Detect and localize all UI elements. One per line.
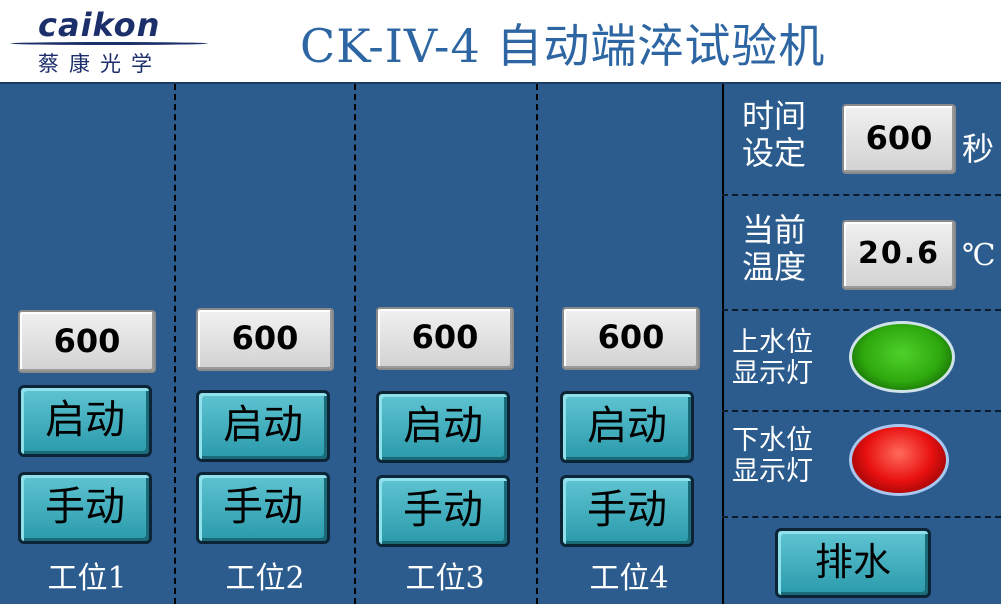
upper-water-lamp-icon xyxy=(849,321,955,393)
station-2-time-field[interactable]: 600 xyxy=(196,308,334,371)
logo-text: caikon xyxy=(38,6,161,44)
lower-water-label-line2: 显示灯 xyxy=(732,456,813,488)
station-divider xyxy=(354,84,356,604)
time-setting-label: 时间 设定 xyxy=(742,98,806,172)
station-2-label: 工位2 xyxy=(225,561,305,596)
logo-subtitle: 蔡康光学 xyxy=(38,52,162,76)
time-setting-label-line1: 时间 xyxy=(742,97,807,135)
time-setting-label-line2: 设定 xyxy=(742,133,807,172)
lower-water-lamp-icon xyxy=(849,424,949,496)
current-temp-label-line1: 当前 xyxy=(742,211,807,249)
side-divider xyxy=(722,194,1001,196)
drain-button[interactable]: 排水 xyxy=(775,528,931,598)
current-temp-field: 20.6 xyxy=(842,220,956,290)
station-divider xyxy=(174,84,176,604)
temp-unit: ℃ xyxy=(962,238,996,273)
station-1-label: 工位1 xyxy=(47,561,127,596)
side-divider xyxy=(722,410,1001,412)
side-divider xyxy=(722,516,1001,518)
upper-water-label: 上水位 显示灯 xyxy=(732,327,813,389)
control-side-panel xyxy=(722,84,1001,604)
station-4-time-field[interactable]: 600 xyxy=(562,307,700,370)
station-3-time-field[interactable]: 600 xyxy=(376,307,514,370)
station-2-manual-button[interactable]: 手动 xyxy=(196,472,330,544)
station-4-label: 工位4 xyxy=(589,561,669,596)
station-1-manual-button[interactable]: 手动 xyxy=(18,472,152,544)
upper-water-label-line2: 显示灯 xyxy=(732,358,813,390)
side-divider xyxy=(722,309,1001,311)
time-setting-field[interactable]: 600 xyxy=(842,104,956,174)
station-4-manual-button[interactable]: 手动 xyxy=(560,475,694,547)
lower-water-label: 下水位 显示灯 xyxy=(732,425,813,487)
page-title: CK-IV-4 自动端淬试验机 xyxy=(300,19,826,73)
station-3-manual-button[interactable]: 手动 xyxy=(376,475,510,547)
station-1-time-field[interactable]: 600 xyxy=(18,310,156,373)
station-3-start-button[interactable]: 启动 xyxy=(376,391,510,463)
current-temp-label: 当前 温度 xyxy=(742,212,806,286)
station-1-start-button[interactable]: 启动 xyxy=(18,385,152,457)
station-2-start-button[interactable]: 启动 xyxy=(196,390,330,462)
caikon-logo: caikon 蔡康光学 xyxy=(0,4,215,78)
upper-water-label-line1: 上水位 xyxy=(732,327,813,358)
lower-water-label-line1: 下水位 xyxy=(732,425,813,456)
station-divider xyxy=(536,84,538,604)
time-unit: 秒 xyxy=(962,130,995,168)
station-3-label: 工位3 xyxy=(405,561,485,596)
current-temp-label-line2: 温度 xyxy=(742,247,807,286)
station-4-start-button[interactable]: 启动 xyxy=(560,391,694,463)
logo-swoosh xyxy=(10,42,208,45)
header-bar: caikon 蔡康光学 CK-IV-4 自动端淬试验机 xyxy=(0,0,1001,84)
